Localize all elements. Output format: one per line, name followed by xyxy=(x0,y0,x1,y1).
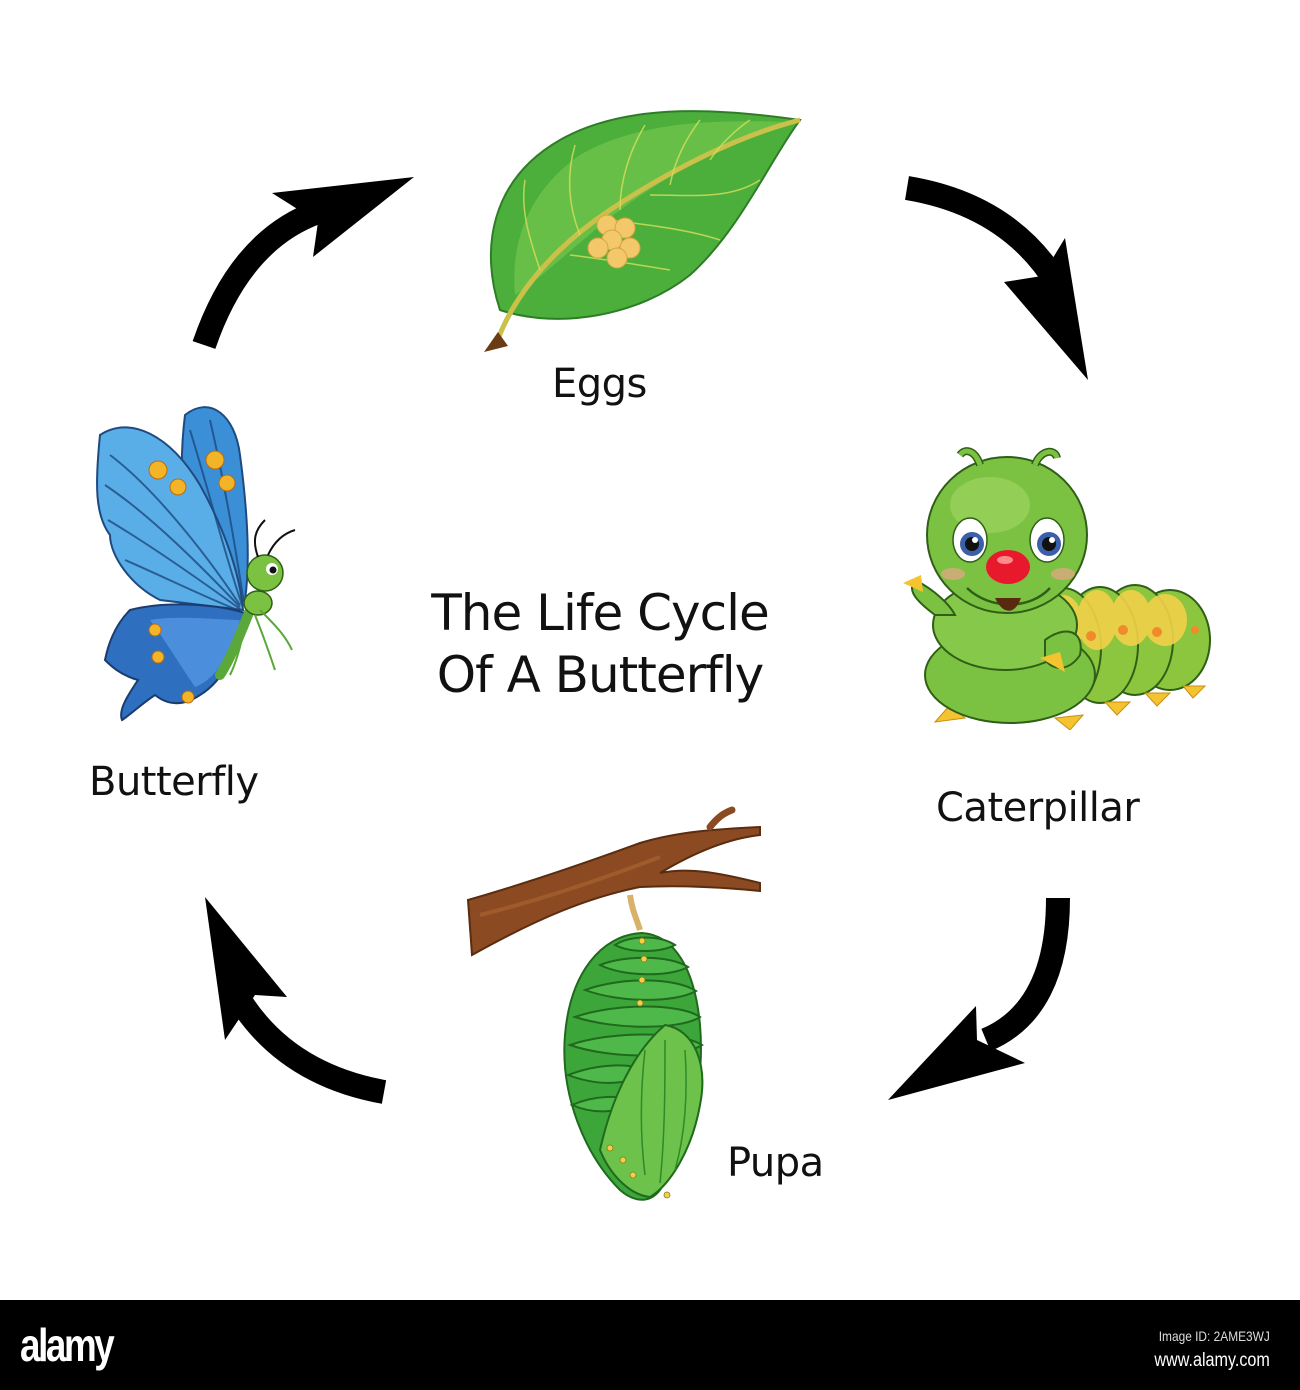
leaf-with-eggs-icon xyxy=(484,110,802,352)
image-id: Image ID: 2AME3WJ xyxy=(1158,1328,1270,1344)
cycle-arrows xyxy=(192,176,1088,1104)
chrysalis-on-branch-icon xyxy=(466,806,761,1201)
stage-label-eggs: Eggs xyxy=(552,361,647,407)
stage-label-butterfly: Butterfly xyxy=(89,759,259,805)
butterfly-icon xyxy=(96,406,296,722)
watermark-footer: alamy Image ID: 2AME3WJ www.alamy.com xyxy=(0,1300,1300,1390)
brand-logo: alamy xyxy=(20,1319,115,1371)
stage-label-pupa: Pupa xyxy=(727,1140,824,1186)
title-line-1: The Life Cycle xyxy=(431,584,770,642)
caterpillar-icon xyxy=(903,447,1211,730)
life-cycle-diagram: The Life Cycle Of A Butterfly xyxy=(89,110,1211,1201)
arrow-butterfly-to-eggs-icon xyxy=(192,177,414,349)
egg-cluster xyxy=(587,214,641,269)
title-line-2: Of A Butterfly xyxy=(436,646,765,704)
diagram-title: The Life Cycle Of A Butterfly xyxy=(380,582,820,706)
arrow-pupa-to-butterfly-icon xyxy=(205,897,387,1104)
image-meta: Image ID: 2AME3WJ www.alamy.com xyxy=(1134,1328,1270,1372)
stage-label-caterpillar: Caterpillar xyxy=(936,785,1140,831)
arrow-caterpillar-to-pupa-icon xyxy=(888,897,1070,1100)
site-url: www.alamy.com xyxy=(1154,1350,1270,1371)
arrow-eggs-to-caterpillar-icon xyxy=(904,176,1088,380)
